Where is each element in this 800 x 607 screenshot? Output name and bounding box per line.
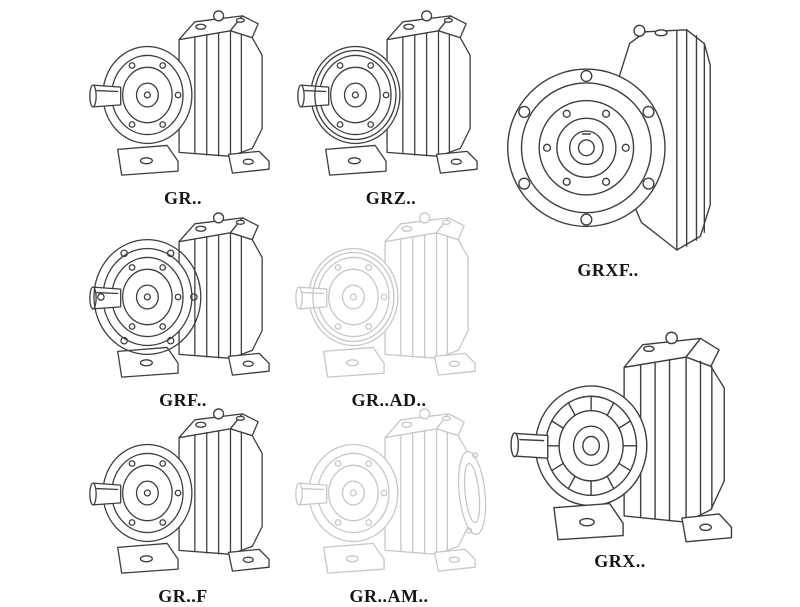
- model-label-grz: GRZ..: [365, 188, 417, 208]
- gearbox-drawing-grx: [510, 331, 733, 543]
- model-label-grx: GRX..: [594, 551, 646, 571]
- model-label-grxf: GRXF..: [577, 260, 639, 280]
- model-label-grad: GR..AD..: [351, 390, 427, 410]
- gearbox-drawing-gram: [295, 408, 488, 574]
- catalog-cell-grad: GR..AD..: [290, 206, 488, 411]
- catalog-cell-grf-foot: GR..F: [84, 402, 282, 607]
- model-label-gram: GR..AM..: [349, 586, 429, 606]
- catalog-cell-grf: GRF..: [84, 206, 282, 411]
- model-label-gr-f: GR..F: [158, 586, 208, 606]
- model-label-gr: GR..: [164, 188, 202, 208]
- gearbox-drawing-gr-f: [89, 408, 270, 574]
- gearbox-drawing-grz: [297, 10, 478, 176]
- gearbox-drawing-gr: [89, 10, 270, 176]
- catalog-cell-grxf: GRXF..: [492, 10, 724, 281]
- catalog-cell-gram: GR..AM..: [290, 402, 488, 607]
- gearbox-drawing-grf: [89, 212, 270, 378]
- catalog-cell-gr: GR..: [84, 4, 282, 209]
- catalog-cell-grx: GRX..: [498, 324, 742, 572]
- gearbox-drawing-grxf: [507, 24, 711, 251]
- model-label-grf: GRF..: [159, 390, 207, 410]
- catalog-cell-grz: GRZ..: [292, 4, 490, 209]
- gearbox-drawing-grad: [295, 212, 476, 378]
